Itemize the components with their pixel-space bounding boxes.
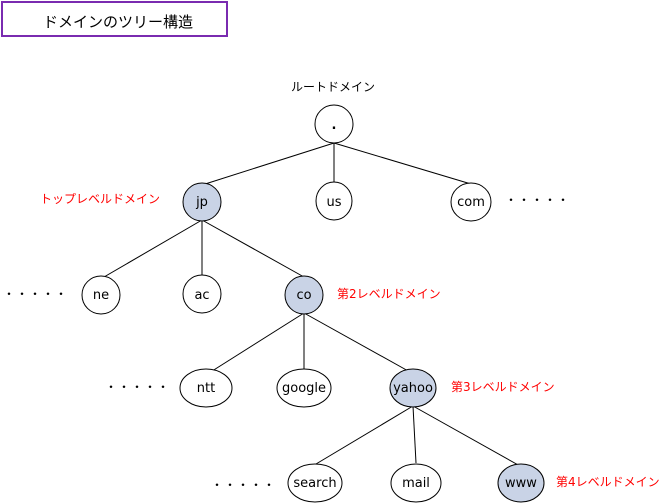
node-google-label: google — [282, 381, 326, 396]
node-yahoo: yahoo — [389, 368, 437, 408]
node-jp: jp — [182, 182, 222, 222]
second-level-domain-label: 第2レベルドメイン — [337, 287, 441, 301]
node-mail-label: mail — [402, 476, 430, 491]
node-google: google — [276, 368, 332, 408]
node-us-label: us — [326, 195, 341, 210]
ellipsis-level4: ・・・・・ — [211, 478, 276, 492]
node-co: co — [284, 275, 324, 315]
node-com: com — [450, 182, 492, 222]
fourth-level-domain-label: 第4レベルドメイン — [556, 475, 660, 489]
ellipsis-level3: ・・・・・ — [105, 380, 170, 394]
node-ac: ac — [182, 274, 222, 314]
node-www-label: www — [505, 476, 537, 491]
node-ntt: ntt — [179, 368, 233, 408]
edge-yahoo-www — [412, 405, 521, 467]
node-search: search — [287, 463, 343, 503]
tree-edges — [103, 142, 521, 467]
edge-co-ntt — [208, 312, 305, 374]
third-level-domain-label: 第3レベルドメイン — [451, 380, 555, 394]
node-root: . — [314, 104, 354, 144]
title-box: ドメインのツリー構造 — [1, 1, 228, 37]
node-ntt-label: ntt — [197, 381, 215, 396]
edge-root-com — [333, 142, 472, 185]
diagram-title: ドメインのツリー構造 — [43, 13, 194, 31]
node-mail: mail — [390, 463, 442, 503]
node-root-label: . — [332, 118, 337, 133]
edge-yahoo-search — [315, 405, 414, 465]
root-domain-label: ルートドメイン — [291, 80, 375, 94]
top-level-domain-label: トップレベルドメイン — [40, 192, 160, 206]
node-co-label: co — [296, 288, 311, 303]
edge-root-jp — [201, 142, 335, 186]
node-yahoo-label: yahoo — [393, 381, 433, 396]
edge-jp-ne — [103, 219, 203, 278]
edge-jp-co — [201, 219, 305, 278]
node-ac-label: ac — [194, 288, 209, 303]
node-us: us — [315, 181, 353, 221]
node-ne: ne — [81, 275, 121, 315]
node-com-label: com — [457, 195, 485, 210]
node-www: www — [497, 463, 545, 503]
edge-co-yahoo — [303, 312, 411, 373]
ellipsis-level2: ・・・・・ — [3, 287, 68, 301]
ellipsis-level1: ・・・・・ — [505, 193, 570, 207]
node-ne-label: ne — [93, 288, 109, 303]
node-search-label: search — [293, 476, 336, 491]
edge-yahoo-mail — [412, 405, 417, 464]
node-jp-label: jp — [195, 195, 208, 210]
